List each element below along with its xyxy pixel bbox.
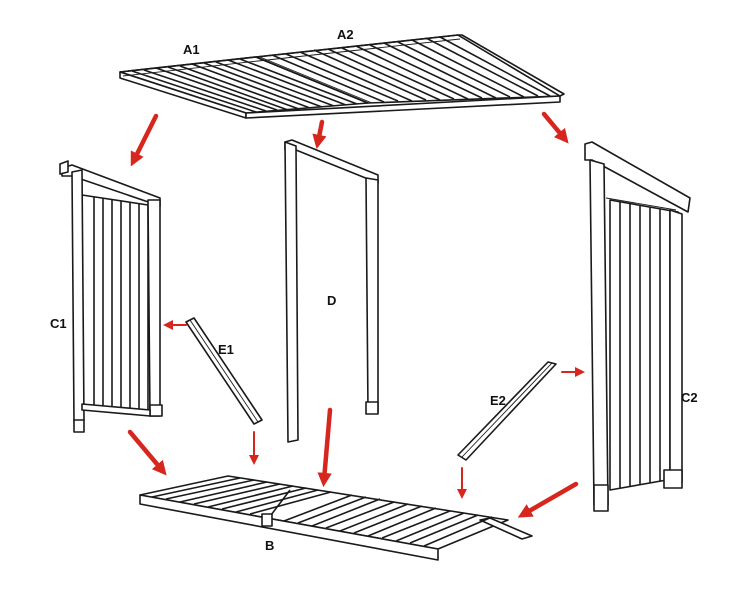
floor-panel-b xyxy=(139,475,533,561)
side-frame-c1 xyxy=(59,160,163,433)
label-a1: A1 xyxy=(183,42,200,57)
label-c1: C1 xyxy=(50,316,67,331)
arrow-c1-to-floor xyxy=(127,429,167,476)
arrow-c2-to-floor xyxy=(517,481,579,518)
roof-panel-assembly xyxy=(119,34,565,119)
arrow-roof-to-c2 xyxy=(541,111,569,144)
label-c2: C2 xyxy=(681,390,698,405)
label-e1: E1 xyxy=(218,342,234,357)
assembly-arrows xyxy=(127,111,585,518)
label-d: D xyxy=(327,293,337,308)
arrow-d-to-floor xyxy=(317,407,333,488)
door-frame-d xyxy=(284,139,379,443)
arrow-roof-to-c1 xyxy=(130,113,159,167)
brace-e2 xyxy=(457,361,557,461)
arrow-roof-to-d xyxy=(312,119,327,150)
label-b: B xyxy=(265,538,275,553)
brace-e1 xyxy=(185,317,263,425)
label-a2: A2 xyxy=(337,27,354,42)
side-frame-c2 xyxy=(584,141,691,512)
label-e2: E2 xyxy=(490,393,506,408)
